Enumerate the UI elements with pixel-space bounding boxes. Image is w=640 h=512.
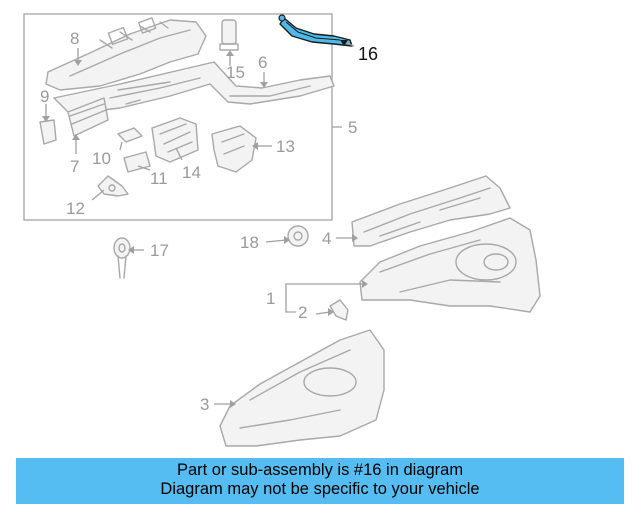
part-16-arrowhead — [340, 40, 348, 46]
part-3-lower-apron — [219, 329, 385, 447]
label-3: 3 — [200, 395, 209, 414]
part-4-apron-rail — [351, 175, 511, 247]
label-10: 10 — [92, 149, 111, 168]
part-9-bracket — [39, 119, 57, 145]
part-1-apron — [359, 217, 541, 313]
leader-arrowheads — [42, 50, 368, 408]
label-15: 15 — [226, 63, 245, 82]
banner-line-1: Part or sub-assembly is #16 in diagram — [176, 461, 464, 479]
label-9: 9 — [40, 87, 49, 106]
part-6-rail — [53, 61, 335, 115]
callout-labels: 8 15 6 9 5 13 10 14 7 11 12 16 4 18 17 1… — [40, 29, 378, 414]
assembly-5-frame — [23, 13, 333, 221]
part-13-bracket — [211, 125, 257, 173]
label-18: 18 — [240, 233, 259, 252]
label-1: 1 — [266, 289, 275, 308]
info-banner: Part or sub-assembly is #16 in diagram D… — [16, 458, 624, 504]
label-7: 7 — [70, 157, 79, 176]
label-14: 14 — [182, 163, 201, 182]
part-10-clip — [117, 127, 143, 143]
leader-lines — [45, 41, 364, 405]
part-2-bracket — [329, 299, 349, 321]
label-12: 12 — [66, 199, 85, 218]
label-6: 6 — [258, 53, 267, 72]
label-16: 16 — [358, 44, 378, 64]
part-14-reinforcement — [151, 117, 199, 163]
part-15-stop — [219, 19, 239, 51]
label-5: 5 — [348, 118, 357, 137]
label-11: 11 — [150, 169, 168, 188]
part-12-bracket — [97, 175, 129, 197]
banner-line-2: Diagram may not be specific to your vehi… — [160, 480, 480, 498]
label-8: 8 — [70, 29, 79, 48]
part-17-clip — [113, 237, 131, 279]
label-2: 2 — [298, 303, 307, 322]
part-8-rail — [45, 17, 207, 91]
part-16-highlighted — [278, 14, 353, 47]
part-18-grommet — [287, 225, 309, 247]
label-17: 17 — [150, 241, 169, 260]
part-11-block — [123, 151, 151, 173]
label-4: 4 — [322, 229, 331, 248]
label-13: 13 — [276, 137, 295, 156]
parts-diagram: 8 15 6 9 5 13 10 14 7 11 12 16 4 18 17 1… — [23, 13, 541, 447]
part-7-bracket — [67, 97, 109, 137]
